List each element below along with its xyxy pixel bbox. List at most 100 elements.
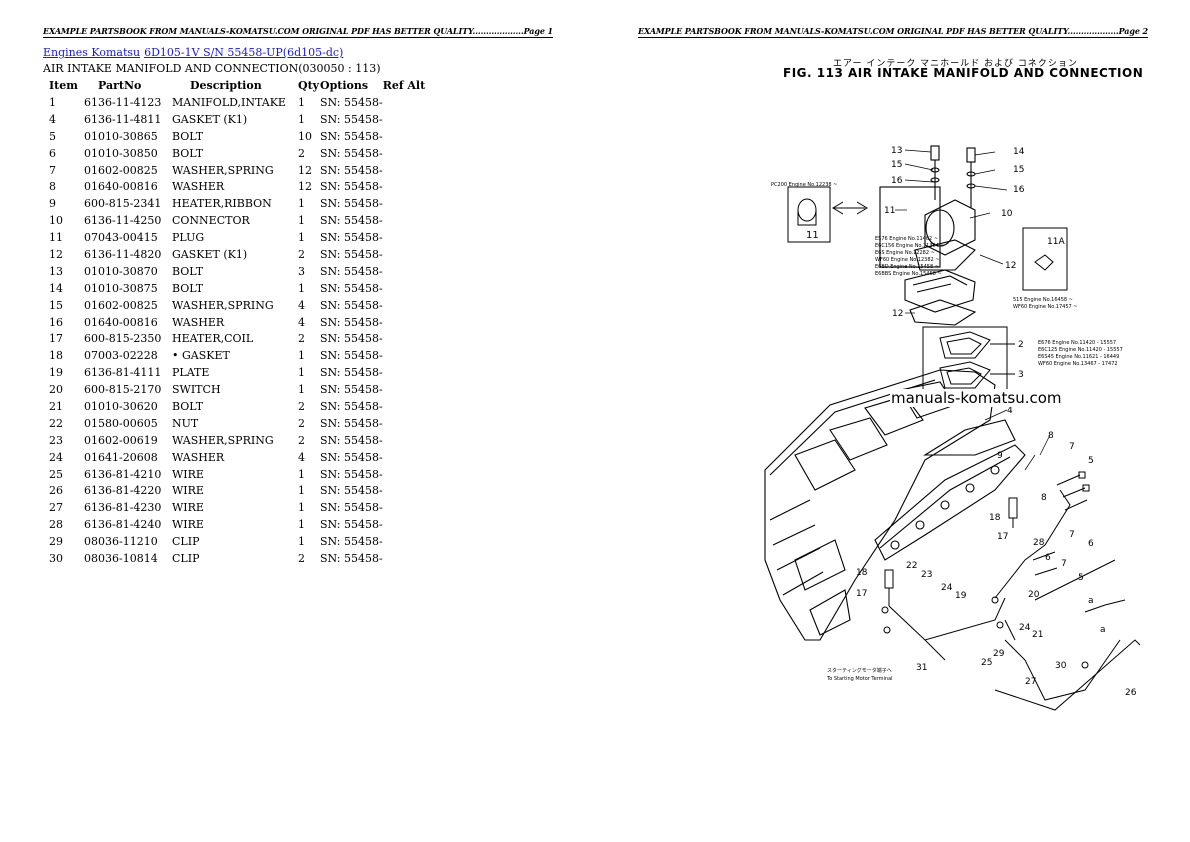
svg-text:WF60 Engine No.17457 ~: WF60 Engine No.17457 ~ [1013, 304, 1077, 310]
svg-text:31: 31 [916, 663, 927, 673]
cell-partno: 08036-11210 [84, 535, 158, 549]
cell-description: WASHER [172, 180, 225, 194]
cell-options: SN: 55458- [320, 315, 383, 329]
cell-item: 1 [49, 95, 56, 109]
page-number: Page 2 [1118, 26, 1149, 36]
cell-item: 12 [49, 247, 63, 261]
svg-text:18: 18 [856, 568, 868, 578]
cell-options: SN: 55458- [320, 180, 383, 194]
svg-text:27: 27 [1025, 677, 1036, 687]
svg-text:28: 28 [1033, 538, 1045, 548]
svg-text:8: 8 [1041, 493, 1047, 503]
cell-partno: 6136-11-4811 [84, 112, 162, 126]
col-item: Item [49, 79, 78, 92]
cell-item: 5 [49, 129, 56, 143]
svg-text:6: 6 [1045, 553, 1051, 563]
plug-detail-box [787, 186, 868, 243]
svg-text:16: 16 [1013, 185, 1025, 195]
breadcrumb-link-engines[interactable]: Engines Komatsu [43, 46, 141, 59]
cell-item: 24 [49, 450, 63, 464]
cell-refalt [383, 398, 433, 415]
svg-text:16: 16 [891, 176, 903, 186]
page-1: EXAMPLE PARTSBOOK FROM MANUALS-KOMATSU.C… [43, 26, 553, 567]
svg-text:30: 30 [1055, 661, 1067, 671]
detail-11a-box [1022, 227, 1068, 291]
cell-partno: 01010-30865 [84, 129, 158, 143]
cell-description: PLUG [172, 231, 205, 245]
svg-text:29: 29 [993, 649, 1005, 659]
cell-description: CONNECTOR [172, 214, 250, 228]
cell-qty: 2 [298, 146, 305, 160]
cell-item: 30 [49, 551, 63, 565]
cell-partno: 6136-11-4820 [84, 247, 162, 261]
cell-partno: 07003-02228 [84, 349, 158, 363]
svg-text:9: 9 [997, 451, 1003, 461]
cell-description: WASHER [172, 450, 225, 464]
cell-description: WASHER [172, 315, 225, 329]
cell-item: 14 [49, 281, 63, 295]
cell-description: CLIP [172, 535, 200, 549]
cell-options: SN: 55458- [320, 231, 383, 245]
bolts-right [1032, 471, 1090, 576]
cell-description: BOLT [172, 129, 204, 143]
parts-table: Item PartNo Description Qty Options Ref … [43, 77, 433, 567]
breadcrumb-link-model[interactable]: 6D105-1V S/N 55458-UP(6d105-dc) [144, 46, 344, 59]
section-title: AIR INTAKE MANIFOLD AND CONNECTION(03005… [43, 62, 381, 75]
svg-text:WF60 Engine No.12382 ~: WF60 Engine No.12382 ~ [875, 257, 939, 263]
cell-refalt [383, 432, 433, 449]
cell-qty: 4 [298, 298, 305, 312]
cell-item: 28 [49, 518, 63, 532]
cell-options: SN: 55458- [320, 416, 383, 430]
cell-qty: 4 [298, 315, 305, 329]
cell-qty: 1 [298, 95, 305, 109]
cell-qty: 1 [298, 281, 305, 295]
cell-qty: 4 [298, 450, 305, 464]
cell-item: 22 [49, 416, 63, 430]
cell-item: 17 [49, 332, 63, 346]
cell-item: 23 [49, 433, 63, 447]
cell-description: GASKET (K1) [172, 112, 248, 126]
page-header-right: EXAMPLE PARTSBOOK FROM MANUALS-KOMATSU.C… [638, 26, 1148, 38]
cell-options: SN: 55458- [320, 95, 383, 109]
cell-options: SN: 55458- [320, 399, 383, 413]
cell-options: SN: 55458- [320, 281, 383, 295]
svg-text:7: 7 [1061, 559, 1067, 569]
svg-text:To Starting Motor Terminal: To Starting Motor Terminal [826, 676, 893, 682]
col-description: Description [190, 79, 262, 92]
svg-text:2: 2 [1018, 340, 1024, 350]
cell-description: GASKET (K1) [172, 247, 248, 261]
svg-text:4: 4 [1007, 406, 1013, 416]
cell-item: 11 [49, 231, 63, 245]
cell-options: SN: 55458- [320, 214, 383, 228]
svg-text:24: 24 [1019, 623, 1031, 633]
svg-text:515 Engine No.16458 ~: 515 Engine No.16458 ~ [1013, 297, 1073, 303]
cell-options: SN: 55458- [320, 383, 383, 397]
svg-text:12: 12 [892, 309, 903, 319]
svg-text:11: 11 [884, 206, 895, 216]
cell-description: WASHER,SPRING [172, 163, 274, 177]
svg-text:E6S Engine No.12282 ~: E6S Engine No.12282 ~ [875, 250, 935, 256]
engine-block [764, 369, 996, 641]
svg-text:17: 17 [856, 589, 867, 599]
cell-options: SN: 55458- [320, 197, 383, 211]
cell-qty: 2 [298, 416, 305, 430]
col-options: Options [320, 79, 369, 92]
cell-description: HEATER,COIL [172, 332, 254, 346]
cell-refalt [383, 482, 433, 499]
cell-description: BOLT [172, 264, 204, 278]
cell-partno: 01640-00816 [84, 315, 158, 329]
header-text: EXAMPLE PARTSBOOK FROM MANUALS-KOMATSU.C… [638, 26, 1119, 36]
cell-partno: 01010-30870 [84, 264, 158, 278]
svg-text:E6C156 Engine No.11364 ~: E6C156 Engine No.11364 ~ [875, 243, 945, 249]
